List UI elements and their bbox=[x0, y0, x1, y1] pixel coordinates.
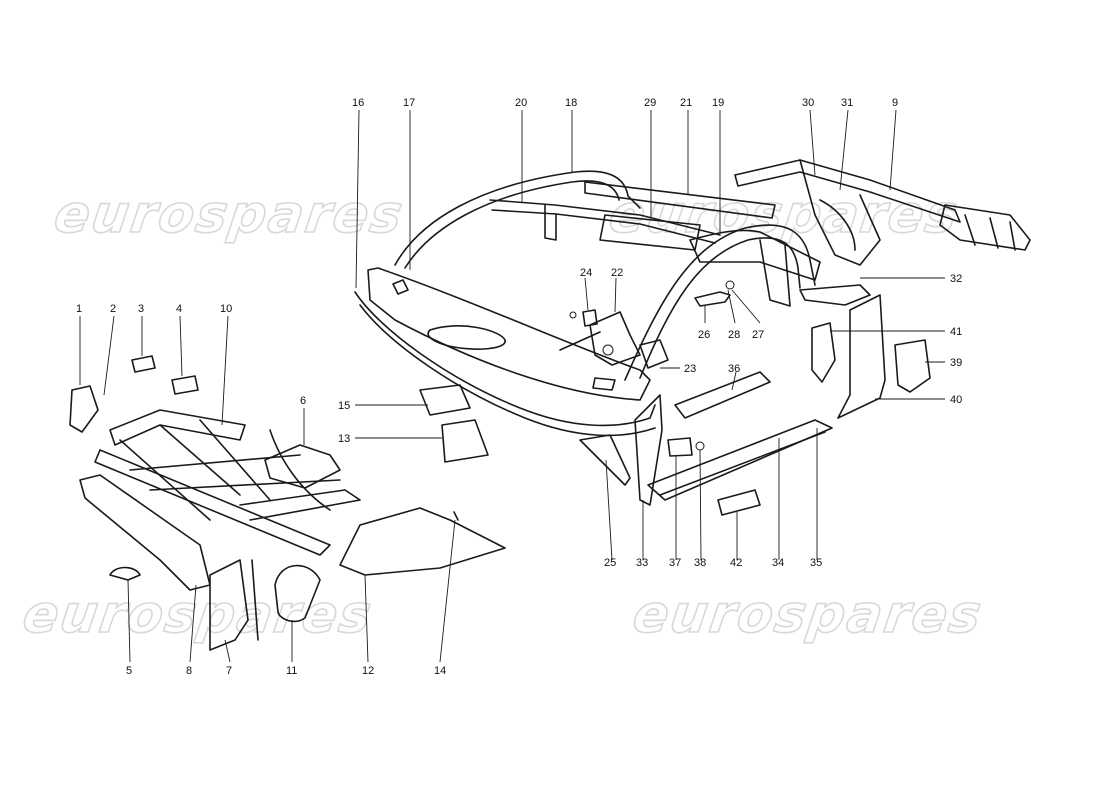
roof-hoop-outer bbox=[394, 170, 641, 266]
plate-c bbox=[171, 375, 199, 395]
screw bbox=[453, 511, 459, 521]
callout-40: 40 bbox=[950, 394, 962, 406]
callout-22: 22 bbox=[611, 267, 623, 279]
callout-27: 27 bbox=[752, 329, 764, 341]
mount-bracket bbox=[419, 384, 471, 416]
callout-13: 13 bbox=[338, 433, 350, 445]
callout-20: 20 bbox=[515, 97, 527, 109]
clip bbox=[667, 437, 693, 457]
watermark-bottom-right: eurospares bbox=[629, 585, 986, 645]
watermark-top-right: eurospares bbox=[606, 185, 963, 245]
floor-plate bbox=[799, 284, 871, 306]
callout-14: 14 bbox=[434, 665, 446, 677]
end-cap bbox=[109, 566, 141, 581]
callout-16: 16 bbox=[352, 97, 364, 109]
callout-38: 38 bbox=[694, 557, 706, 569]
callout-35: 35 bbox=[810, 557, 822, 569]
side-rail bbox=[584, 181, 776, 219]
plate-b bbox=[131, 355, 156, 373]
callout-28: 28 bbox=[728, 329, 740, 341]
callout-33: 33 bbox=[636, 557, 648, 569]
callout-30: 30 bbox=[802, 97, 814, 109]
callout-36: 36 bbox=[728, 363, 740, 375]
callout-18: 18 bbox=[565, 97, 577, 109]
callout-6: 6 bbox=[300, 395, 306, 407]
callout-7: 7 bbox=[226, 665, 232, 677]
rear-hoop bbox=[624, 224, 816, 381]
callout-41: 41 bbox=[950, 326, 962, 338]
body-frame-drawing bbox=[354, 159, 1031, 516]
callout-3: 3 bbox=[138, 303, 144, 315]
callout-24: 24 bbox=[580, 267, 592, 279]
callout-8: 8 bbox=[186, 665, 192, 677]
side-bracket bbox=[441, 419, 489, 463]
callout-5: 5 bbox=[126, 665, 132, 677]
duct bbox=[274, 564, 321, 623]
callout-31: 31 bbox=[841, 97, 853, 109]
callout-19: 19 bbox=[712, 97, 724, 109]
watermark-bottom-left: eurospares bbox=[19, 585, 376, 645]
latch bbox=[694, 291, 731, 307]
step-plate bbox=[717, 489, 761, 516]
rear-cowl bbox=[367, 267, 651, 401]
callout-9: 9 bbox=[892, 97, 898, 109]
side-panel-small bbox=[811, 322, 836, 383]
cross-member bbox=[674, 371, 771, 419]
callout-layer: 1 2 3 4 10 6 5 8 7 11 12 14 13 15 16 17 … bbox=[76, 97, 962, 677]
callout-12: 12 bbox=[362, 665, 374, 677]
callout-15: 15 bbox=[338, 400, 350, 412]
front-beam bbox=[79, 474, 211, 591]
callout-4: 4 bbox=[176, 303, 182, 315]
callout-17: 17 bbox=[403, 97, 415, 109]
callout-34: 34 bbox=[772, 557, 784, 569]
bracket-a bbox=[69, 385, 99, 433]
callout-21: 21 bbox=[680, 97, 692, 109]
callout-1: 1 bbox=[76, 303, 82, 315]
callout-39: 39 bbox=[950, 357, 962, 369]
callout-42: 42 bbox=[730, 557, 742, 569]
callout-26: 26 bbox=[698, 329, 710, 341]
main-frame bbox=[109, 409, 246, 446]
front-subframe-drawing bbox=[69, 355, 506, 651]
hinge-bracket bbox=[589, 311, 641, 366]
cross-bar bbox=[489, 199, 721, 236]
side-panel-large bbox=[837, 294, 886, 419]
callout-25: 25 bbox=[604, 557, 616, 569]
corner-bracket bbox=[894, 339, 931, 393]
callout-23: 23 bbox=[684, 363, 696, 375]
callout-10: 10 bbox=[220, 303, 232, 315]
top-plate bbox=[264, 444, 341, 489]
under-tray bbox=[339, 507, 506, 576]
pillar-left bbox=[634, 394, 663, 506]
watermark-top-left: eurospares bbox=[51, 185, 408, 245]
support-bracket bbox=[209, 559, 249, 651]
bolt-small bbox=[582, 309, 598, 327]
rear-bar bbox=[734, 159, 961, 223]
roof-hoop-inner bbox=[404, 180, 620, 269]
gusset bbox=[579, 434, 631, 486]
callout-32: 32 bbox=[950, 273, 962, 285]
callout-11: 11 bbox=[286, 665, 297, 677]
callout-2: 2 bbox=[110, 303, 116, 315]
callout-29: 29 bbox=[644, 97, 656, 109]
rear-bracket bbox=[939, 204, 1031, 251]
callout-37: 37 bbox=[669, 557, 681, 569]
